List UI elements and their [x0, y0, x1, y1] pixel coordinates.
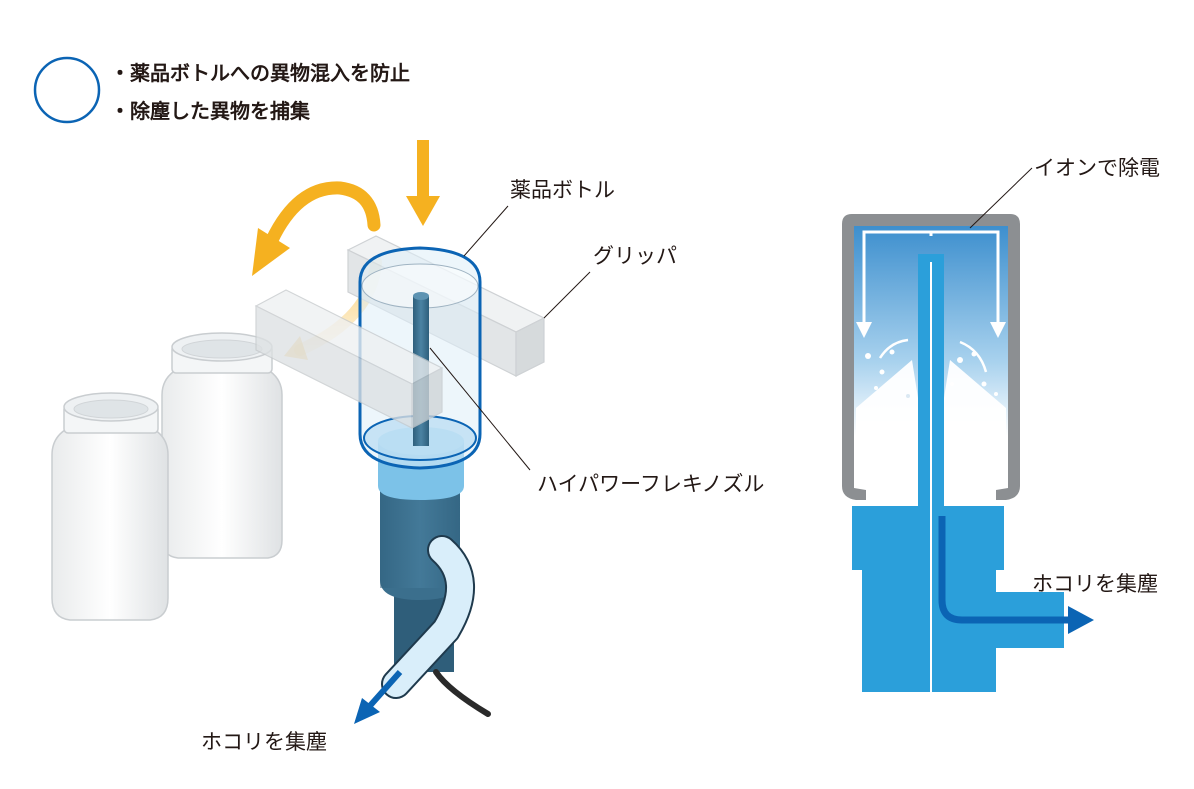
label-dust-right: ホコリを集塵 [1032, 572, 1158, 596]
circle-mark-icon [33, 56, 101, 124]
bullet-collect-dust: ・除塵した異物を捕集 [110, 99, 310, 123]
down-arrow-shaft-icon [417, 140, 429, 198]
rotation-arrowhead-icon [252, 228, 290, 276]
label-bottle: 薬品ボトル [510, 178, 615, 202]
label-ion: イオンで除電 [1034, 156, 1160, 180]
down-arrow-head-icon [406, 196, 440, 226]
dust-out-arrow-right-icon [1068, 606, 1094, 634]
dust-out-arrow-left-icon [365, 670, 403, 710]
spare-jar-front [51, 392, 169, 621]
header-bullets: ・薬品ボトルへの異物混入を防止 ・除塵した異物を捕集 [110, 54, 410, 130]
label-gripper: グリッパ [593, 244, 677, 268]
spare-jar-back [161, 332, 283, 559]
gripper-front-bar [254, 289, 444, 429]
label-nozzle: ハイパワーフレキノズル [537, 472, 765, 496]
label-dust-left: ホコリを集塵 [201, 730, 327, 754]
rotation-arrow-icon [265, 181, 381, 247]
bullet-prevent-contamination: ・薬品ボトルへの異物混入を防止 [110, 61, 410, 85]
ionizer-cross-section [842, 214, 1094, 692]
